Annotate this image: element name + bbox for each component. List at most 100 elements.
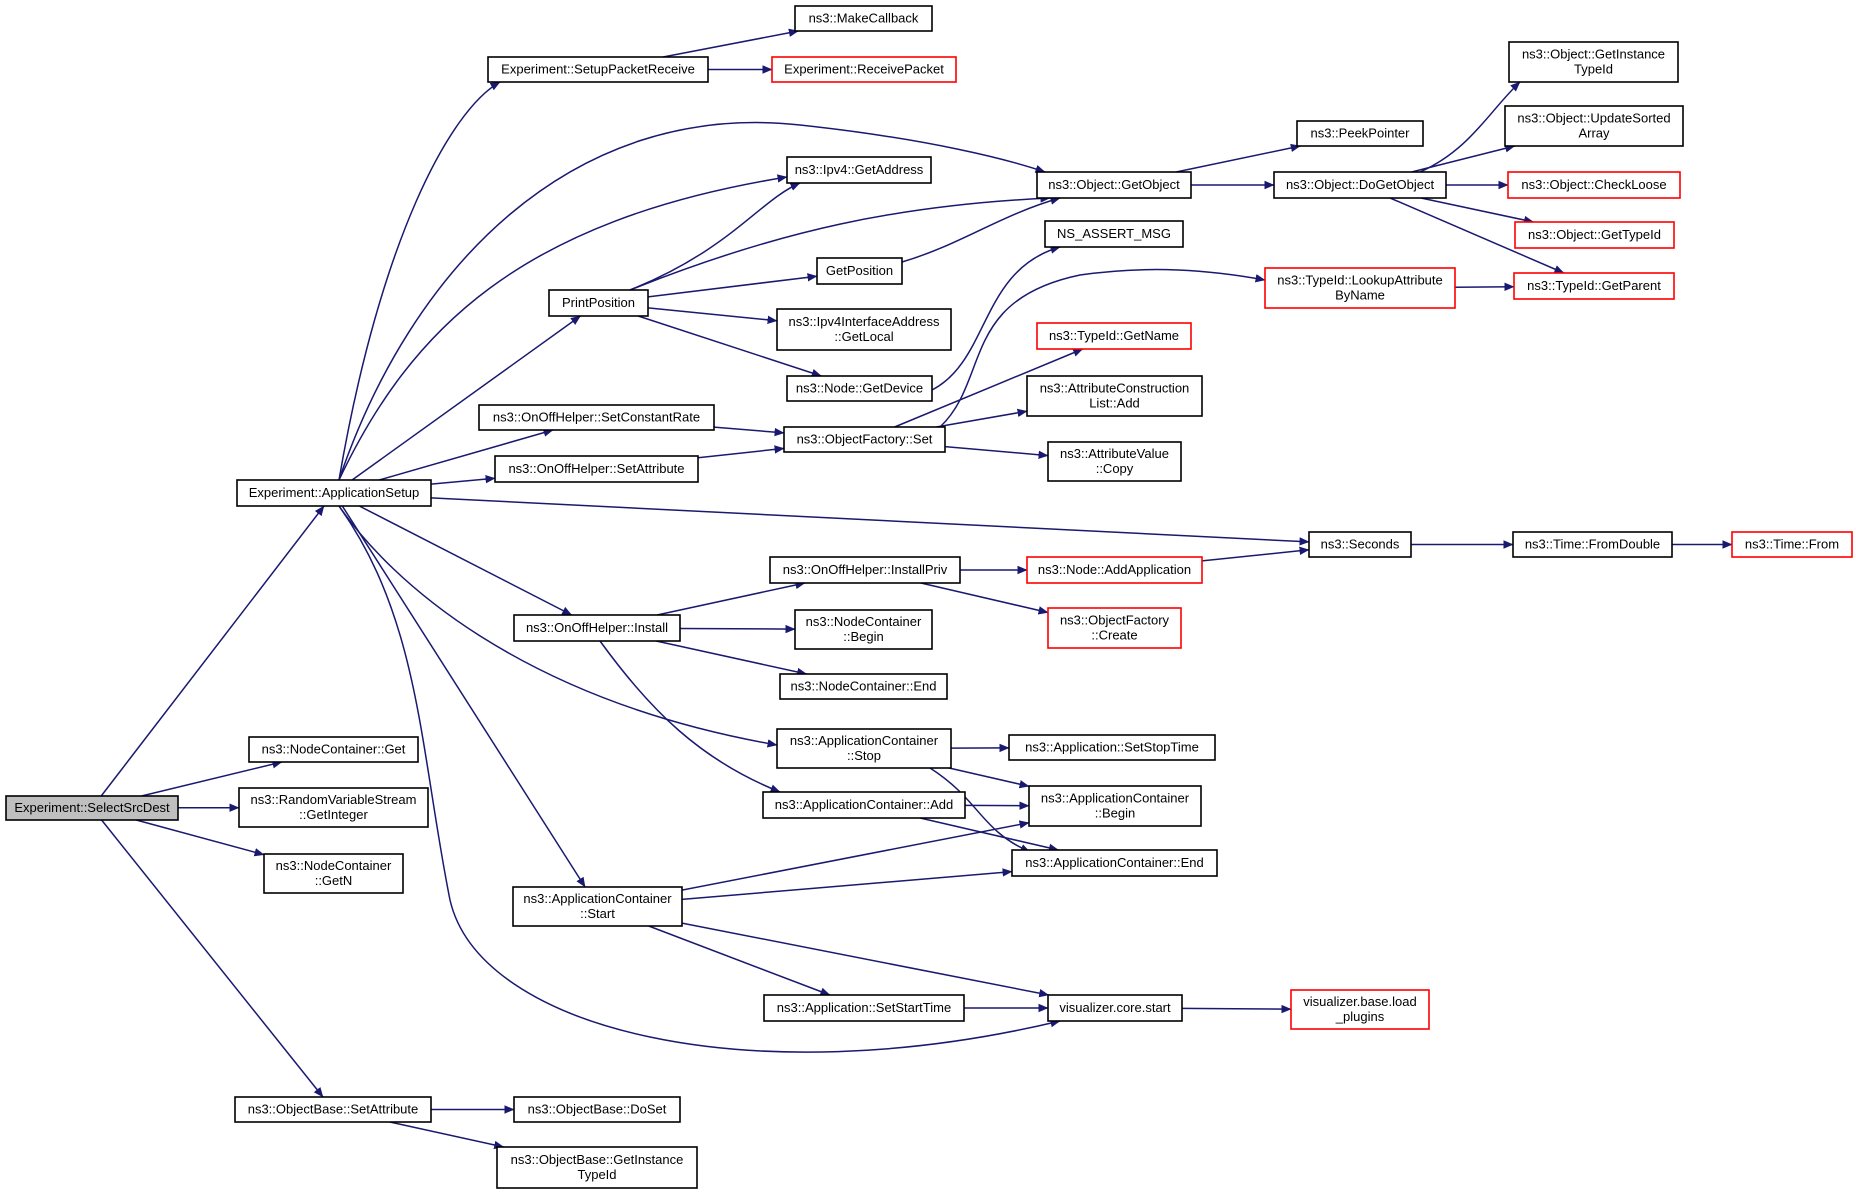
- node-label: ns3::AttributeValue: [1060, 446, 1169, 461]
- node-box: [794, 609, 933, 650]
- node-root[interactable]: Experiment::SelectSrcDest: [5, 795, 179, 821]
- node-vizload[interactable]: visualizer.base.load_plugins: [1290, 989, 1430, 1030]
- node-box: [236, 479, 432, 507]
- node-seconds[interactable]: ns3::Seconds: [1308, 531, 1412, 558]
- node-peekptr[interactable]: ns3::PeekPointer: [1296, 120, 1424, 147]
- node-label: NS_ASSERT_MSG: [1057, 226, 1171, 241]
- node-box: [1308, 531, 1412, 558]
- node-installpriv[interactable]: ns3::OnOffHelper::InstallPriv: [769, 556, 961, 584]
- node-label: ns3::OnOffHelper::SetAttribute: [508, 461, 684, 476]
- node-label: Experiment::SelectSrcDest: [14, 800, 170, 815]
- edge-root-to-appsetup: [100, 505, 325, 797]
- node-box: [783, 426, 946, 453]
- node-fromdouble[interactable]: ns3::Time::FromDouble: [1512, 531, 1673, 558]
- node-box: [786, 156, 932, 184]
- node-label: _plugins: [1335, 1009, 1385, 1024]
- node-makecb[interactable]: ns3::MakeCallback: [794, 5, 933, 32]
- node-objgetobj[interactable]: ns3::Object::GetObject: [1036, 171, 1192, 199]
- node-box: [1513, 272, 1675, 300]
- edge-objfactset-to-tidgetname: [894, 348, 1084, 428]
- node-label: ns3::ObjectBase::DoSet: [528, 1102, 667, 1117]
- node-onoffsetrate[interactable]: ns3::OnOffHelper::SetConstantRate: [478, 404, 715, 431]
- node-obdoset[interactable]: ns3::ObjectBase::DoSet: [513, 1096, 681, 1123]
- edge-appsetup-to-seconds: [430, 497, 1310, 546]
- node-recvpkt[interactable]: Experiment::ReceivePacket: [771, 56, 957, 83]
- node-acbegin[interactable]: ns3::ApplicationContainer::Begin: [1028, 785, 1202, 827]
- node-nodeaddapp[interactable]: ns3::Node::AddApplication: [1026, 556, 1203, 584]
- node-acend[interactable]: ns3::ApplicationContainer::End: [1011, 849, 1218, 877]
- node-label: ns3::ApplicationContainer::Add: [775, 797, 954, 812]
- node-label: visualizer.core.start: [1059, 1000, 1171, 1015]
- node-label: ns3::Application::SetStartTime: [777, 1000, 951, 1015]
- node-dogetobj[interactable]: ns3::Object::DoGetObject: [1273, 171, 1447, 199]
- edge-acstart-to-vizstart: [681, 922, 1050, 998]
- node-label: ns3::OnOffHelper::Install: [526, 620, 668, 635]
- node-box: [1026, 556, 1203, 584]
- edge-dogetobj-to-objgettid: [1420, 197, 1534, 225]
- node-onoffinstall[interactable]: ns3::OnOffHelper::Install: [513, 614, 681, 642]
- node-appsetstop[interactable]: ns3::Application::SetStopTime: [1008, 734, 1216, 761]
- node-label: ns3::AttributeConstruction: [1040, 381, 1190, 396]
- edge-objgetobj-to-peekptr: [1175, 143, 1301, 173]
- edge-onoffinstall-to-installpriv: [656, 580, 806, 616]
- node-getpos[interactable]: GetPosition: [816, 257, 903, 285]
- node-objfactset[interactable]: ns3::ObjectFactory::Set: [783, 426, 946, 453]
- node-box: [1047, 441, 1182, 482]
- node-vizstart[interactable]: visualizer.core.start: [1047, 994, 1183, 1022]
- node-setuprecv[interactable]: Experiment::SetupPacketReceive: [487, 56, 709, 83]
- node-ncget[interactable]: ns3::NodeContainer::Get: [248, 736, 419, 763]
- edge-appsetup-to-onoffinstall: [358, 505, 573, 616]
- node-ncend[interactable]: ns3::NodeContainer::End: [779, 673, 948, 700]
- node-box: [794, 5, 933, 32]
- node-ipv4getaddr[interactable]: ns3::Ipv4::GetAddress: [786, 156, 932, 184]
- edge-appsetup-to-objgetobj: [338, 121, 1046, 481]
- node-rvsgetint[interactable]: ns3::RandomVariableStream::GetInteger: [238, 787, 429, 828]
- node-printpos[interactable]: PrintPosition: [548, 289, 649, 317]
- node-avcopy[interactable]: ns3::AttributeValue::Copy: [1047, 441, 1182, 482]
- node-nodegetdev[interactable]: ns3::Node::GetDevice: [786, 375, 933, 402]
- node-obsetattr[interactable]: ns3::ObjectBase::SetAttribute: [234, 1096, 432, 1123]
- node-acadd[interactable]: ns3::ApplicationContainer::Add: [762, 791, 966, 819]
- node-appsetup[interactable]: Experiment::ApplicationSetup: [236, 479, 432, 507]
- node-box: [763, 994, 965, 1022]
- node-ncgetn[interactable]: ns3::NodeContainer::GetN: [263, 853, 404, 894]
- edge-appsetup-to-acstop: [338, 505, 778, 748]
- node-tidgetname[interactable]: ns3::TypeId::GetName: [1036, 322, 1192, 350]
- edge-onoffinstall-to-acadd: [599, 640, 781, 793]
- node-tidgetparent[interactable]: ns3::TypeId::GetParent: [1513, 272, 1675, 300]
- node-box: [776, 308, 952, 351]
- node-timefrom[interactable]: ns3::Time::From: [1731, 531, 1853, 558]
- node-label: List::Add: [1089, 396, 1140, 411]
- node-appsetstart[interactable]: ns3::Application::SetStartTime: [763, 994, 965, 1022]
- node-label: Experiment::SetupPacketReceive: [501, 62, 695, 77]
- node-label: ns3::OnOffHelper::SetConstantRate: [493, 410, 700, 425]
- node-label: ns3::Node::AddApplication: [1038, 562, 1191, 577]
- edge-root-to-obsetattr: [101, 819, 324, 1098]
- edge-root-to-ncget: [141, 760, 283, 797]
- node-onoffsetattr[interactable]: ns3::OnOffHelper::SetAttribute: [494, 455, 699, 483]
- node-box: [513, 1096, 681, 1123]
- node-ncbegin[interactable]: ns3::NodeContainer::Begin: [794, 609, 933, 650]
- node-acstop[interactable]: ns3::ApplicationContainer::Stop: [776, 728, 952, 769]
- node-objgettid[interactable]: ns3::Object::GetTypeId: [1514, 221, 1675, 249]
- node-label: ns3::Object::GetInstance: [1522, 47, 1665, 62]
- edge-acstop-to-acend: [929, 767, 1031, 853]
- node-box: [769, 556, 961, 584]
- node-label: ns3::TypeId::GetParent: [1527, 278, 1661, 293]
- nodes-layer: Experiment::SelectSrcDest Experiment::App…: [5, 5, 1853, 1189]
- node-label: ns3::Ipv4InterfaceAddress: [788, 314, 940, 329]
- edge-acstart-to-appsetstart: [648, 925, 831, 996]
- node-objfactcreate[interactable]: ns3::ObjectFactory::Create: [1047, 607, 1182, 649]
- node-label: visualizer.base.load: [1303, 994, 1416, 1009]
- node-nsassert[interactable]: NS_ASSERT_MSG: [1044, 220, 1184, 248]
- node-ipv4local[interactable]: ns3::Ipv4InterfaceAddress::GetLocal: [776, 308, 952, 351]
- edge-dogetobj-to-getinsttid: [1419, 81, 1521, 173]
- node-checkloose[interactable]: ns3::Object::CheckLoose: [1507, 171, 1681, 199]
- node-box: [513, 614, 681, 642]
- node-acstart[interactable]: ns3::ApplicationContainer::Start: [512, 886, 683, 927]
